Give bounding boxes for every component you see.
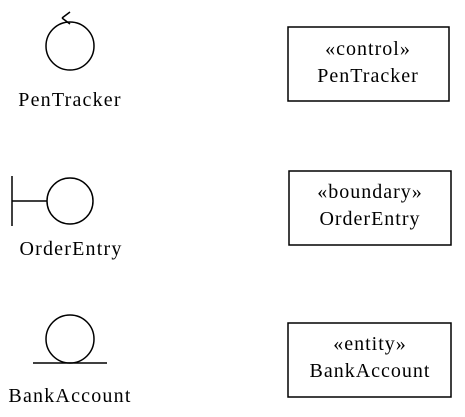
boundary-class-box: «boundary» OrderEntry [288, 170, 452, 246]
entity-class-name: BankAccount [310, 360, 431, 382]
entity-class-box: «entity» BankAccount [287, 322, 452, 398]
control-icon-label: PenTracker [18, 89, 121, 111]
control-class-box: «control» PenTracker [287, 26, 450, 102]
boundary-class-name: OrderEntry [319, 208, 420, 230]
entity-stereotype-label: «entity» [333, 333, 407, 355]
boundary-stereotype-label: «boundary» [317, 181, 423, 203]
control-class-name: PenTracker [317, 65, 418, 87]
boundary-icon-label: OrderEntry [19, 238, 122, 260]
boundary-icon [11, 176, 94, 226]
control-icon [45, 11, 95, 71]
entity-icon-label: BankAccount [8, 385, 131, 407]
control-stereotype-label: «control» [325, 38, 411, 60]
entity-icon [33, 314, 107, 364]
